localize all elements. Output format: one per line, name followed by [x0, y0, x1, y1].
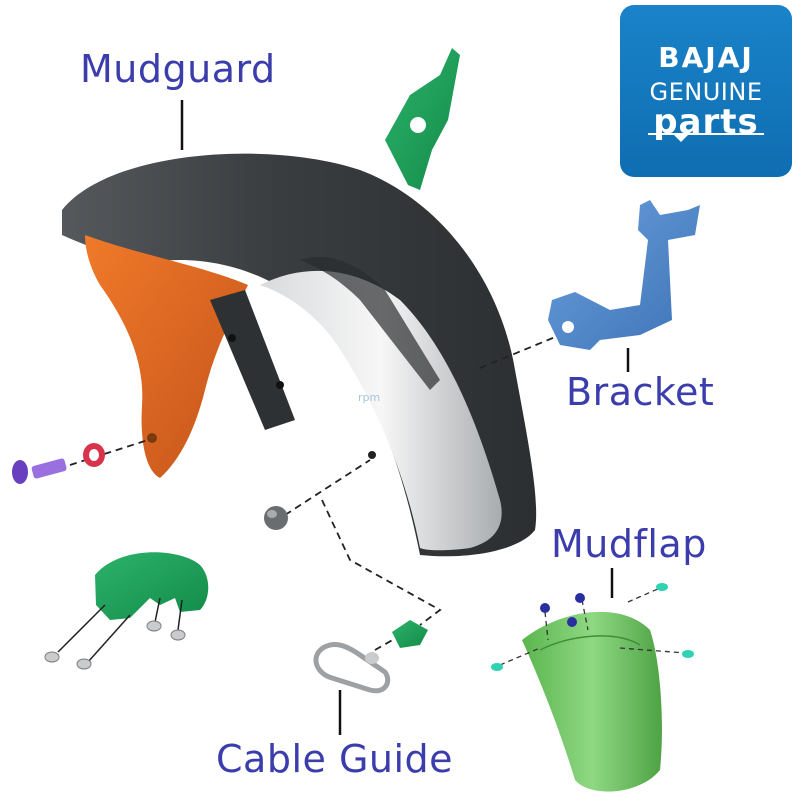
cable-guide-part — [313, 620, 428, 694]
assembly-lines — [69, 334, 561, 651]
bracket-label: Bracket — [566, 370, 715, 414]
logo-notch — [674, 135, 688, 142]
green-mudflap — [522, 611, 662, 792]
cover-screw-lines — [57, 597, 183, 663]
mudguard-silver-panel — [260, 270, 502, 551]
grey-nut — [264, 506, 288, 530]
purple-bolt-shank — [31, 458, 67, 479]
leader-lines — [180, 100, 630, 735]
bracket-part — [548, 200, 700, 350]
cable-guide-label: Cable Guide — [216, 737, 454, 781]
mudflap-assembly-lines — [499, 587, 686, 666]
cable-clip-dashed-line — [374, 629, 411, 651]
logo-genuine: GENUINE — [649, 78, 763, 106]
mudguard-orange-fork-guard — [85, 235, 248, 478]
mudflap-ridge — [539, 635, 641, 651]
green-clip-hole — [410, 117, 426, 133]
mudguard-hole — [276, 381, 284, 389]
purple-bolt-head — [12, 460, 28, 484]
bolt-to-mudguard-line — [69, 439, 149, 466]
green-cover — [95, 552, 209, 620]
nut-part — [264, 506, 288, 530]
bracket-to-mudguard-line — [479, 334, 561, 369]
mudguard-label: Mudguard — [80, 47, 276, 91]
mudflap-part — [491, 583, 694, 792]
cable-guide-pin — [365, 652, 379, 664]
logo-parts: parts — [653, 102, 759, 142]
mudguard-hole — [147, 433, 157, 443]
bracket-hole — [562, 321, 574, 333]
red-washer-hole — [89, 449, 99, 461]
watermark: rpm — [358, 391, 381, 404]
grey-nut-highlight — [267, 510, 277, 518]
nut-to-mudguard-line — [284, 459, 371, 516]
bolt-part — [12, 458, 67, 484]
mudguard-part — [62, 153, 537, 557]
cover-screws — [44, 620, 186, 670]
green-clip-part — [385, 48, 460, 190]
blue-bracket — [548, 200, 700, 350]
mudguard-inner-strut — [210, 290, 295, 430]
bajaj-genuine-parts-logo: BAJAJ GENUINE parts — [620, 5, 792, 177]
mudguard-hole — [368, 451, 376, 459]
washer-part — [83, 443, 105, 467]
mudguard-hole — [228, 334, 236, 342]
mudguard-vent — [300, 256, 440, 390]
mudflap-label: Mudflap — [551, 522, 707, 566]
cable-guide-dashed-line — [321, 499, 442, 626]
mudflap-fasteners — [491, 583, 694, 671]
logo-brand: BAJAJ — [658, 41, 754, 74]
cable-guide-green-clip — [392, 620, 428, 648]
cover-part — [44, 552, 209, 670]
logo-underline — [648, 133, 764, 135]
cable-guide-loop — [313, 642, 391, 694]
